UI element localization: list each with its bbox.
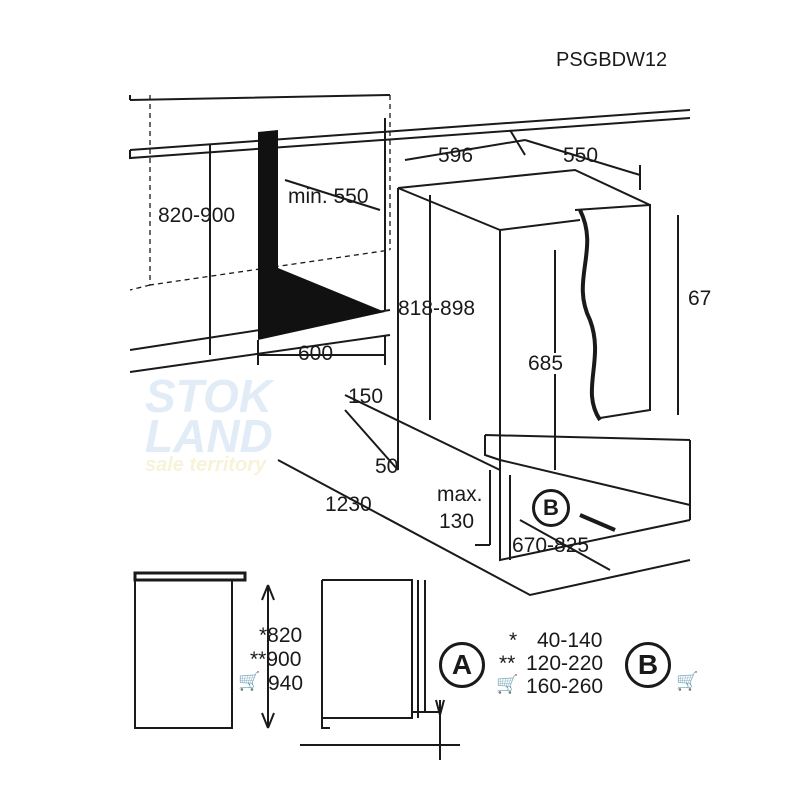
dim-niche-height: 820-900 [158, 204, 236, 227]
side-h2: **900 [250, 648, 302, 671]
dim-appliance-depth: 550 [563, 144, 599, 167]
legend-a-value-1: 40-140 [537, 629, 603, 652]
dim-appliance-width: 596 [438, 144, 474, 167]
dim-niche-width: 600 [298, 342, 334, 365]
dim-gap: 50 [375, 455, 399, 478]
legend-b-circle: B [625, 642, 671, 688]
cart-icon: 🛒 [676, 671, 699, 691]
dim-right-height: 67 [688, 287, 712, 310]
dim-range-b: 670-825 [512, 534, 590, 557]
dim-appliance-height: 818-898 [398, 297, 476, 320]
side-h1: *820 [259, 624, 303, 647]
watermark-line3: sale territory [145, 454, 267, 476]
watermark-line1: STOK [145, 370, 272, 422]
dim-plinth: 150 [348, 385, 384, 408]
marker-b: B [532, 489, 570, 527]
legend-a-circle: A [439, 642, 485, 688]
model-label: PSGBDW12 [556, 49, 668, 71]
legend-a-value-2: 120-220 [526, 652, 604, 675]
watermark-line2: LAND [145, 410, 273, 462]
dim-max-label: max. [437, 483, 483, 506]
cart-icon: 🛒 [496, 674, 519, 694]
legend-a-mark-2: ** [499, 652, 516, 675]
dim-min-depth: min. 550 [288, 185, 369, 208]
legend-a-value-3: 160-260 [526, 675, 604, 698]
legend-a-mark-1: * [509, 629, 518, 652]
watermark: STOK LAND sale territory [145, 370, 273, 476]
side-h3: 940 [268, 672, 304, 695]
niche-shadow [258, 130, 385, 340]
cart-icon: 🛒 [238, 671, 261, 691]
dim-total: 1230 [325, 493, 372, 516]
dim-max-value: 130 [439, 510, 475, 533]
dim-door-height: 685 [528, 352, 564, 375]
